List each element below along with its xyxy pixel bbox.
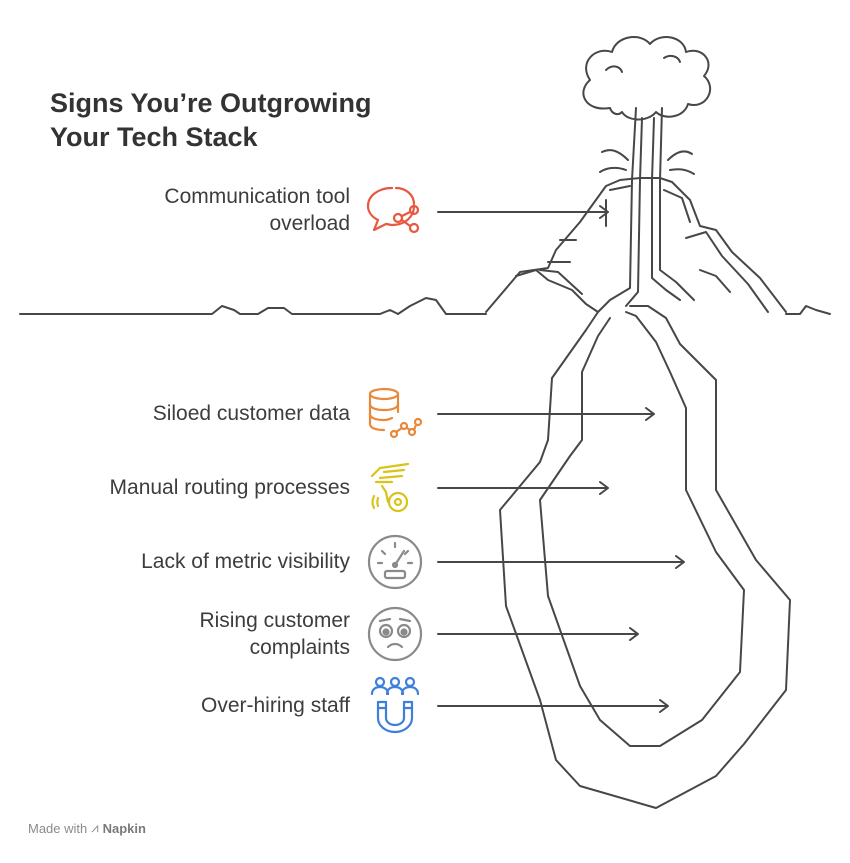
eruption-cloud (582, 36, 711, 121)
hand-dial-icon (370, 462, 410, 513)
eruption-spray (599, 149, 695, 175)
connector-arrows (437, 205, 685, 713)
chat-share-icon (366, 186, 420, 234)
gauge-icon (367, 534, 423, 590)
title-line-1: Signs You’re Outgrowing (50, 88, 372, 118)
people-magnet-icon (370, 676, 420, 734)
page-title: Signs You’re Outgrowing Your Tech Stack (50, 86, 372, 154)
arrow-metric-visibility (437, 555, 685, 569)
underground-chamber-inner (539, 311, 745, 747)
footer-prefix: Made with (28, 820, 88, 836)
arrow-siloed-data (437, 407, 655, 421)
database-chart-icon (368, 387, 423, 439)
item-metric-visibility-label: Lack of metric visibility (141, 550, 350, 573)
footer-credit: Made with ⩘ Napkin (28, 820, 146, 836)
item-siloed-data-label: Siloed customer data (152, 402, 350, 425)
underground-chamber-outer (499, 305, 791, 809)
volcano-mountain (485, 177, 787, 313)
item-communication-label: Communication tool overload (164, 185, 350, 235)
arrow-communication (437, 205, 609, 219)
worried-face-icon (367, 606, 423, 662)
item-over-hiring-label: Over-hiring staff (201, 694, 350, 717)
footer-brand: Napkin (102, 820, 146, 836)
ground-line (19, 297, 831, 315)
napkin-logo-icon: ⩘ (91, 820, 99, 835)
title-line-2: Your Tech Stack (50, 122, 258, 152)
magma-conduit (597, 179, 695, 313)
item-complaints-label: Rising customer complaints (199, 609, 350, 659)
eruption-column (631, 107, 663, 181)
arrow-over-hiring (437, 699, 669, 713)
item-manual-routing-label: Manual routing processes (109, 476, 350, 499)
arrow-manual-routing (437, 481, 609, 495)
arrow-complaints (437, 627, 639, 641)
